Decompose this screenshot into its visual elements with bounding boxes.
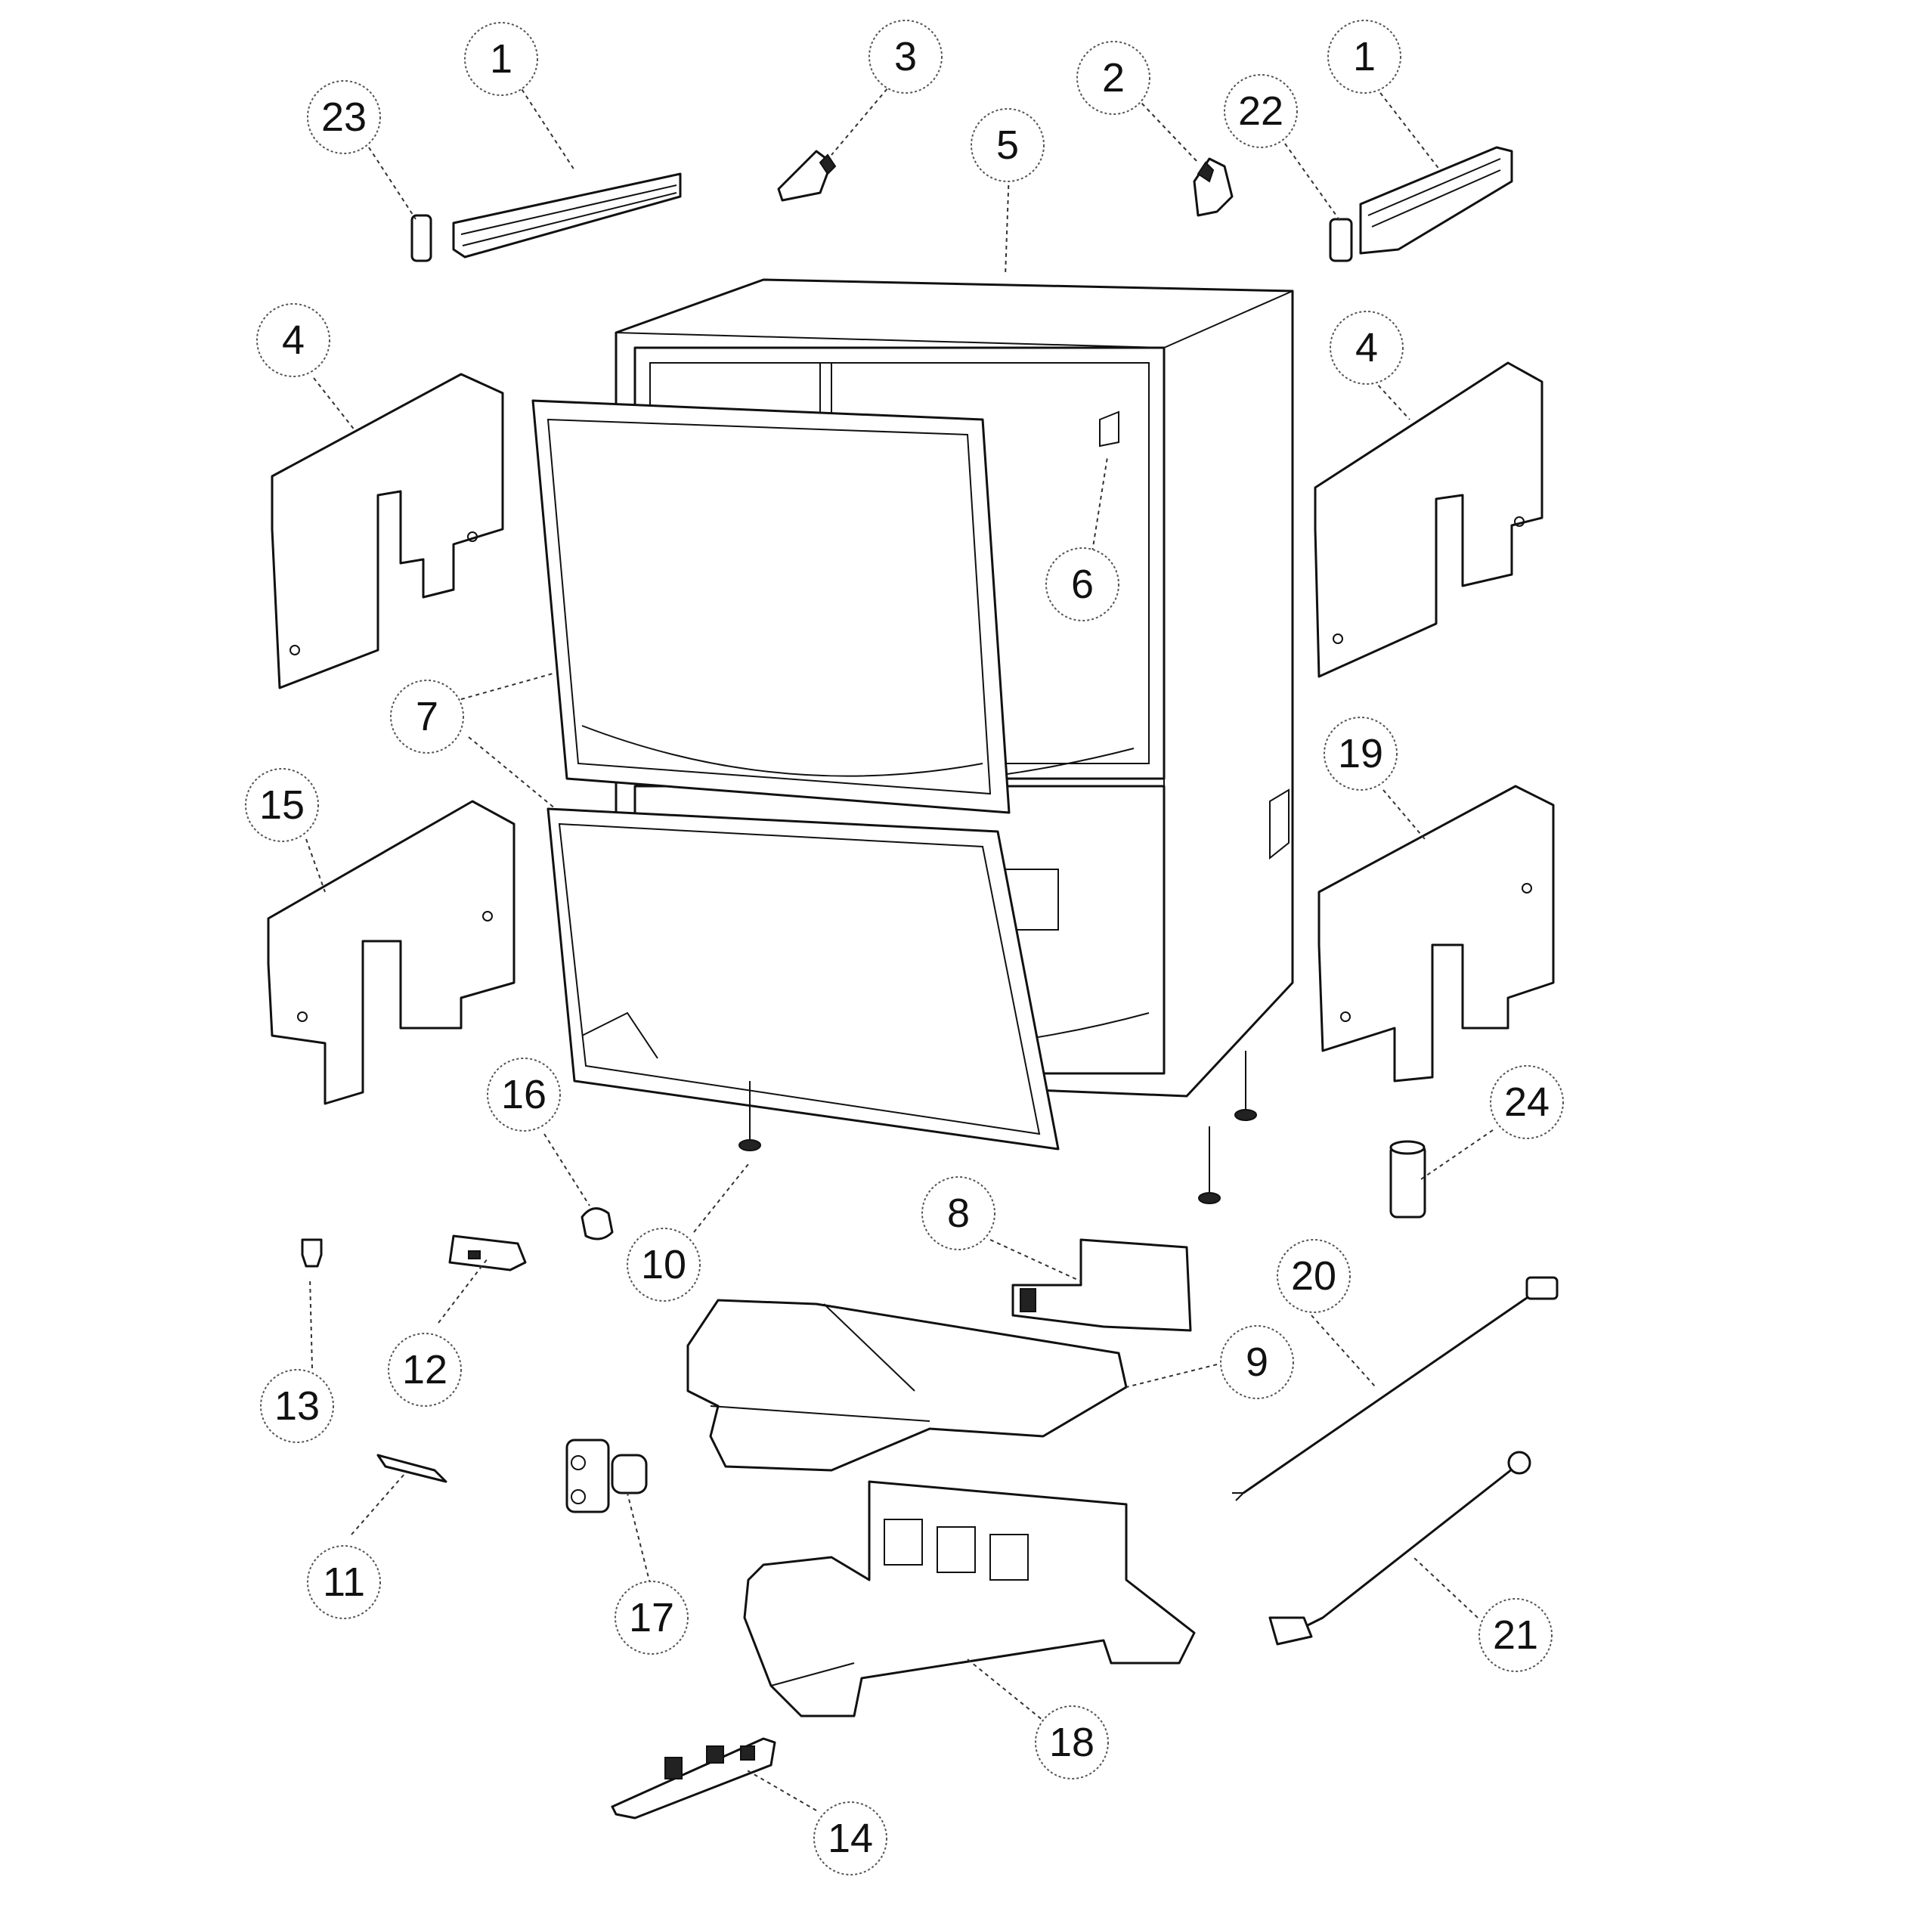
callout: 1 [1327,20,1401,94]
part-base-18 [743,1480,1196,1717]
part-rail-right [1359,146,1513,255]
callout: 2 [1076,41,1150,115]
svg-text:14: 14 [828,1816,873,1861]
callout: 5 [971,108,1045,182]
part-door-frame-upper [531,399,1011,814]
part-side-panel-upper-left [271,373,504,689]
callout: 24 [1490,1065,1564,1139]
svg-text:22: 22 [1238,88,1283,134]
callout: 13 [260,1369,334,1443]
leader-lines [305,82,1494,1811]
callout: 16 [487,1058,561,1132]
callout: 9 [1220,1325,1294,1399]
svg-text:1: 1 [1353,34,1376,79]
part-bracket-8 [1011,1238,1192,1332]
callout: 6 [1045,547,1119,621]
svg-text:18: 18 [1049,1720,1094,1765]
part-rail-end-cap-right [1329,218,1353,262]
callout: 7 [390,680,464,754]
part-latch-12 [448,1234,527,1271]
svg-text:17: 17 [629,1595,674,1640]
callout: 4 [256,303,330,377]
callout: 11 [307,1545,381,1619]
callout: 12 [388,1333,462,1407]
callout: 8 [921,1176,995,1250]
part-base-cover-9 [686,1299,1128,1472]
svg-text:16: 16 [501,1072,546,1117]
part-inlet-valve-17 [565,1439,648,1513]
svg-text:15: 15 [259,782,305,828]
callout: 17 [615,1581,689,1655]
svg-text:11: 11 [323,1559,365,1605]
svg-text:23: 23 [321,94,367,140]
callout: 4 [1330,311,1404,385]
callout: 19 [1324,717,1398,791]
part-hinge-3 [777,150,837,202]
svg-text:4: 4 [282,317,305,363]
svg-text:8: 8 [947,1191,970,1236]
part-rail-end-cap-left [410,214,432,262]
svg-text:20: 20 [1291,1253,1336,1299]
part-side-panel-lower-right [1317,785,1555,1082]
svg-text:7: 7 [416,694,438,739]
part-control-board-14 [611,1737,776,1820]
callout-bubbles: 1 23 3 5 2 22 1 4 4 6 7 7 15 19 16 24 10… [245,20,1564,1875]
callout: 14 [813,1801,887,1875]
part-hinge-2 [1193,157,1234,217]
svg-text:5: 5 [996,122,1019,168]
callout: 21 [1478,1598,1553,1672]
part-rail-left [452,172,682,259]
svg-text:19: 19 [1338,731,1383,776]
part-sensor-11 [376,1454,447,1483]
callout: 22 [1224,74,1298,148]
callout: 20 [1277,1239,1351,1313]
part-grommet-13 [301,1238,323,1268]
svg-text:4: 4 [1355,325,1378,370]
callout: 10 [627,1228,701,1302]
callout: 1 [464,22,538,96]
part-door-frame-lower [546,807,1060,1151]
callout: 15 [245,768,319,842]
svg-text:2: 2 [1102,55,1125,101]
part-side-panel-lower-left [267,800,516,1105]
part-drain-hose-21 [1268,1451,1531,1646]
svg-text:9: 9 [1246,1340,1268,1385]
part-clip-16 [581,1207,614,1240]
svg-text:6: 6 [1071,562,1094,607]
part-power-cord-20 [1232,1276,1559,1501]
part-spacer-24 [1389,1140,1426,1219]
svg-text:1: 1 [490,36,512,82]
svg-text:12: 12 [402,1347,447,1392]
svg-text:3: 3 [894,34,917,79]
callout: 23 [307,80,381,154]
part-leveling-feet [738,1051,1257,1204]
part-side-panel-upper-right [1314,361,1543,678]
callout: 3 [868,20,943,94]
svg-text:24: 24 [1504,1079,1550,1125]
svg-text:13: 13 [274,1383,320,1429]
callout: 18 [1035,1705,1109,1779]
svg-text:21: 21 [1493,1612,1538,1658]
svg-text:10: 10 [641,1242,686,1287]
